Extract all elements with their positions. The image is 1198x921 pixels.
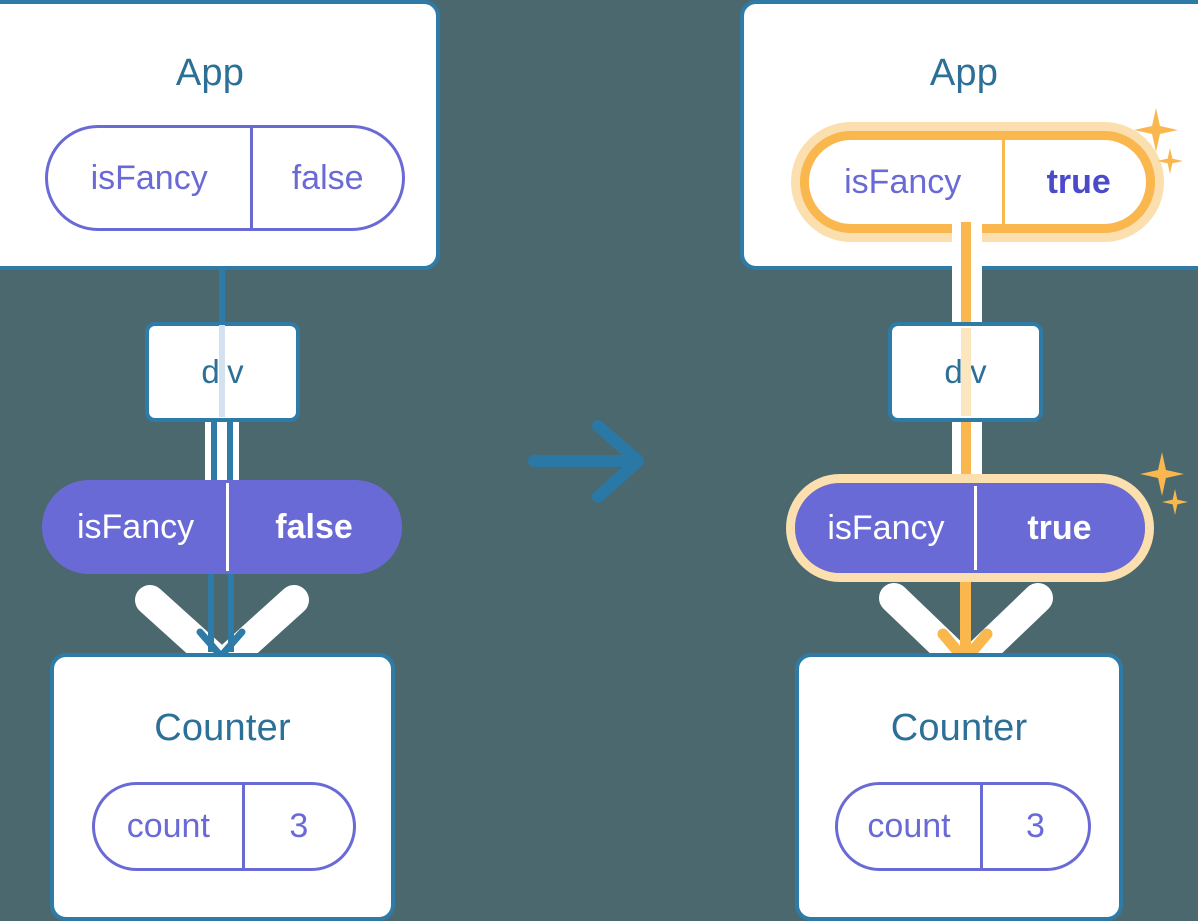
counter-card-before: Counter count 3	[50, 653, 395, 921]
app-state-pill-before-value: false	[291, 158, 364, 197]
transition-arrow-icon	[528, 420, 644, 503]
prop-pill-after-value: true	[1027, 508, 1092, 547]
counter-state-pill-before-value: 3	[289, 807, 309, 845]
app-state-pill-after: isFancy true	[800, 131, 1155, 233]
prop-pill-before-name: isFancy	[45, 483, 230, 571]
sparkle-small-icon-bottom	[1162, 489, 1188, 515]
app-state-pill-after-value: true	[1046, 162, 1111, 201]
prop-pill-after-name: isFancy	[798, 486, 977, 570]
app-card-before: App isFancy false	[0, 0, 440, 270]
counter-card-after: Counter count 3	[795, 653, 1123, 921]
prop-pill-before-value: false	[275, 507, 353, 546]
app-state-pill-before-name: isFancy	[48, 128, 254, 228]
app-card-before-title: App	[175, 52, 245, 94]
counter-card-before-title: Counter	[154, 707, 291, 749]
connector-div-to-prop-left-b	[227, 420, 233, 482]
connector-app-to-div-right	[961, 222, 971, 332]
counter-state-pill-after-name: count	[838, 785, 983, 868]
prop-pill-before: isFancy false	[42, 480, 402, 574]
connector-div-to-prop-left-bg	[205, 420, 239, 482]
app-card-after-title: App	[929, 52, 999, 94]
counter-state-pill-before-name: count	[95, 785, 245, 868]
app-state-pill-after-name: isFancy	[803, 134, 1006, 230]
counter-card-after-title: Counter	[890, 707, 1028, 749]
prop-pill-after: isFancy true	[795, 483, 1145, 573]
connector-div-to-prop-right	[961, 420, 971, 485]
counter-state-pill-after: count 3	[835, 782, 1091, 871]
connector-through-div-right	[961, 328, 971, 416]
app-card-after: App isFancy true	[740, 0, 1198, 270]
connector-div-to-prop-left-a	[211, 420, 217, 482]
counter-state-pill-before: count 3	[92, 782, 356, 871]
connector-app-to-div-left	[219, 268, 225, 323]
app-state-pill-before: isFancy false	[45, 125, 405, 231]
sparkle-large-icon-bottom	[1140, 452, 1184, 496]
counter-state-pill-after-value: 3	[1026, 807, 1045, 845]
connector-through-div-left	[219, 325, 225, 417]
